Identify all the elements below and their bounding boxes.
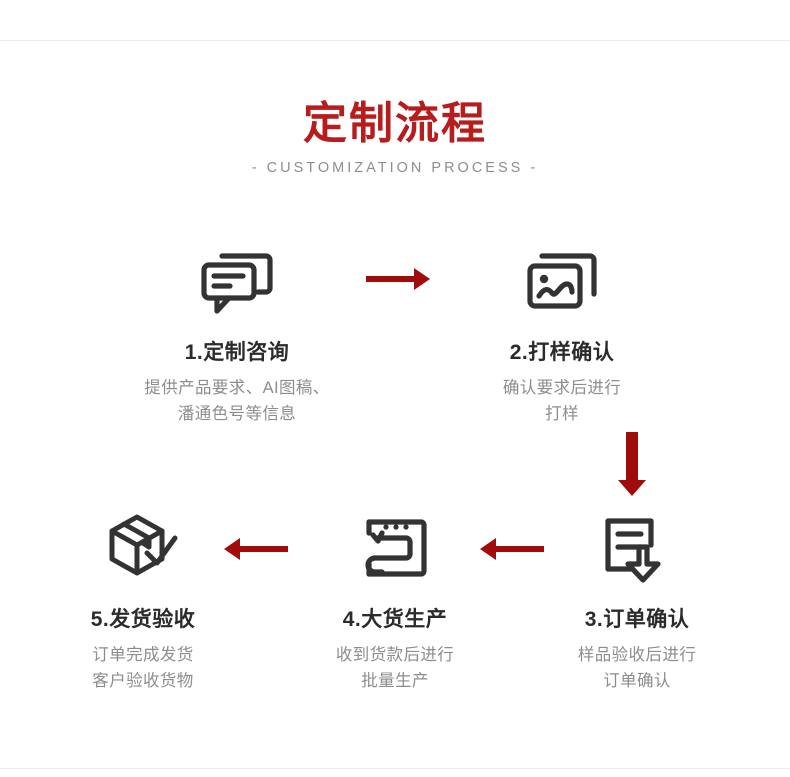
step-title: 5.发货验收: [90, 608, 196, 631]
step-title: 1.定制咨询: [184, 341, 290, 364]
step-4-bulk-production: 4.大货生产 收到货款后进行 批量生产: [270, 505, 520, 694]
step-2-sample-confirmation: 2.打样确认 确认要求后进行 打样: [437, 238, 687, 427]
arrow-step4-to-step5: [222, 532, 290, 566]
step-description: 收到货款后进行 批量生产: [270, 642, 520, 694]
step-description-line: 批量生产: [361, 672, 429, 691]
step-description: 样品验收后进行 订单确认: [512, 642, 762, 694]
header: 定制流程 - CUSTOMIZATION PROCESS -: [0, 98, 790, 176]
step-3-order-confirmation: 3.订单确认 样品验收后进行 订单确认: [512, 505, 762, 694]
chat-bubbles-icon: [112, 238, 362, 324]
arrow-step1-to-step2: [364, 262, 432, 296]
bottom-divider: [0, 768, 790, 769]
sewing-machine-icon: [270, 505, 520, 591]
step-description: 订单完成发货 客户验收货物: [18, 642, 268, 694]
top-divider: [0, 40, 790, 41]
arrow-step3-to-step4: [478, 532, 546, 566]
page-subtitle: - CUSTOMIZATION PROCESS -: [251, 159, 539, 176]
step-description-line: 提供产品要求、AI图稿、: [144, 379, 330, 397]
step-description-line: 订单确认: [603, 672, 671, 691]
page-title: 定制流程: [303, 99, 487, 148]
document-download-icon: [512, 505, 762, 591]
step-description-line: 订单完成发货: [92, 646, 194, 664]
arrow-step2-to-step3: [615, 430, 649, 498]
step-description: 提供产品要求、AI图稿、 潘通色号等信息: [112, 375, 362, 427]
package-check-icon: [18, 505, 268, 591]
step-description-line: 样品验收后进行: [577, 646, 697, 664]
step-title: 4.大货生产: [342, 608, 448, 631]
step-1-customization-consultation: 1.定制咨询 提供产品要求、AI图稿、 潘通色号等信息: [112, 238, 362, 427]
step-title: 3.订单确认: [584, 608, 690, 631]
step-description-line: 收到货款后进行: [335, 646, 455, 664]
step-description-line: 客户验收货物: [92, 672, 194, 691]
photo-stack-icon: [437, 238, 687, 324]
step-description-line: 打样: [545, 405, 579, 424]
step-description: 确认要求后进行 打样: [437, 375, 687, 427]
step-5-shipping-acceptance: 5.发货验收 订单完成发货 客户验收货物: [18, 505, 268, 694]
step-description-line: 确认要求后进行: [502, 379, 622, 397]
step-title: 2.打样确认: [509, 341, 615, 364]
step-description-line: 潘通色号等信息: [177, 405, 297, 424]
